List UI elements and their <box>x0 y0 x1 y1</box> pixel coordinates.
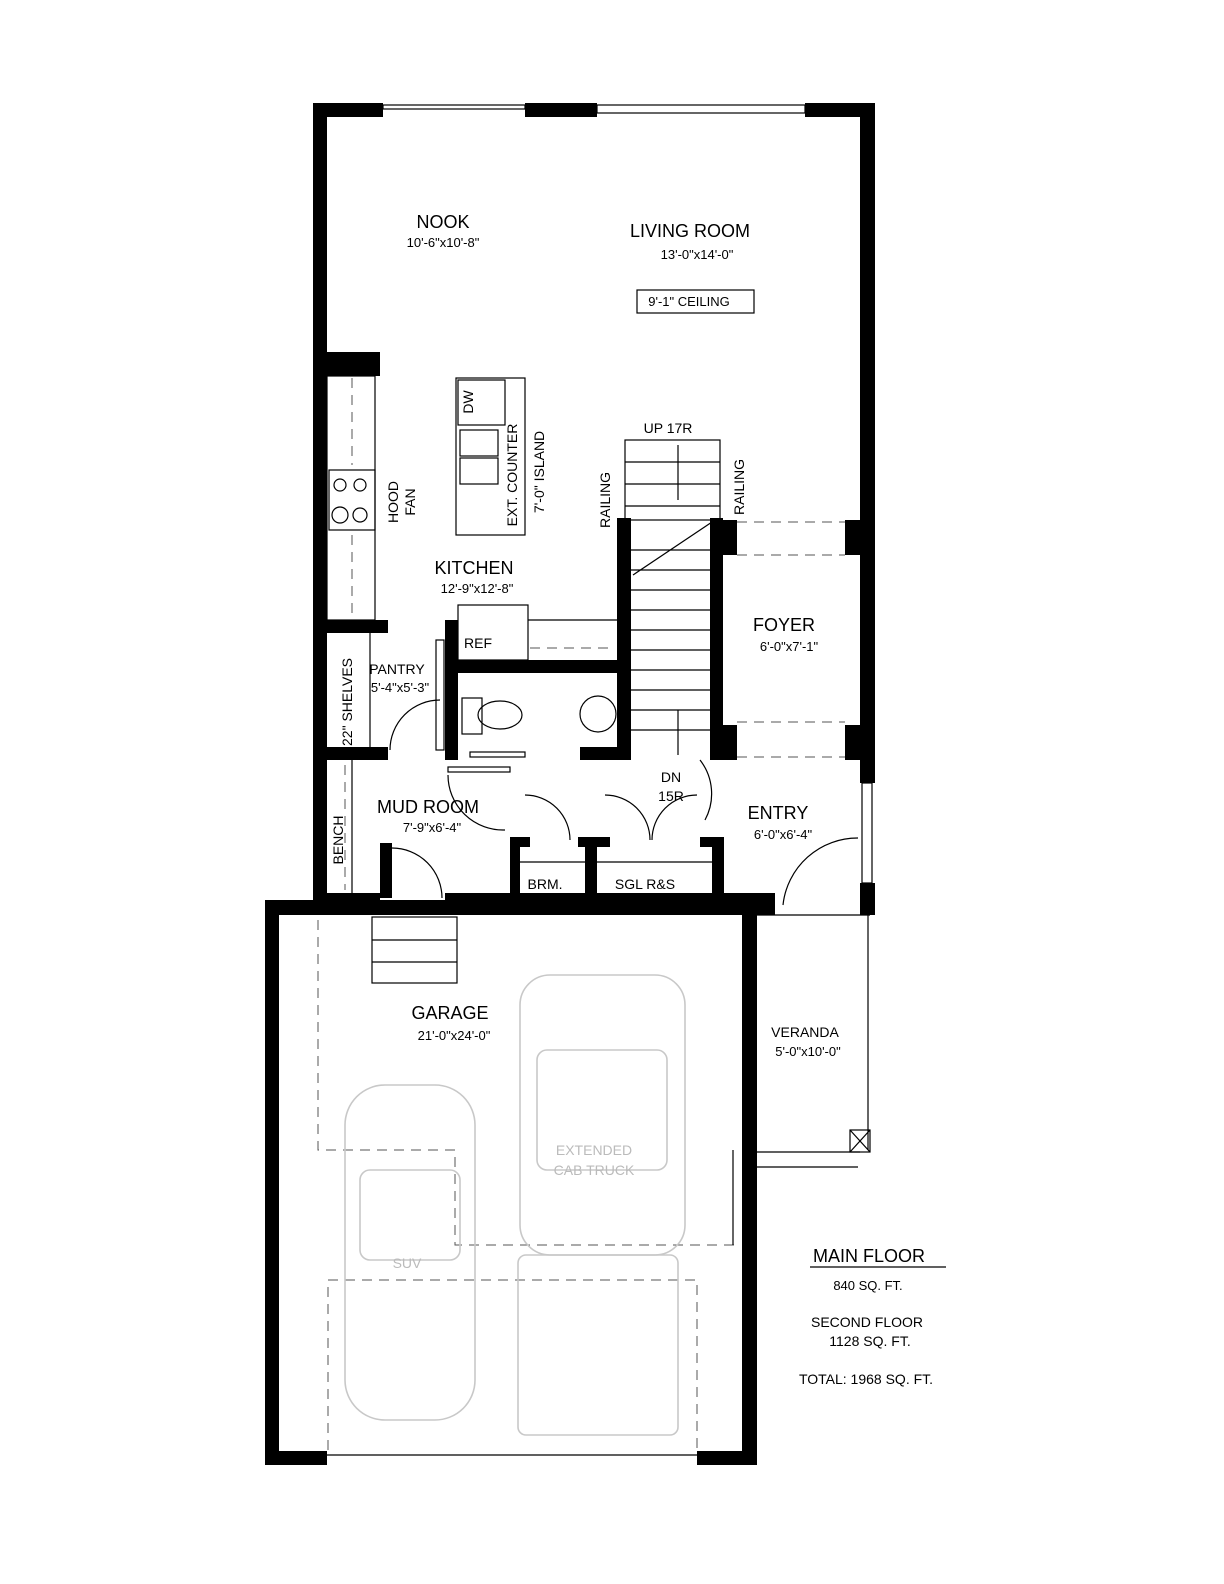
suv-label: SUV <box>393 1255 422 1271</box>
kitchen-name: KITCHEN <box>434 558 513 578</box>
main-area: 840 SQ. FT. <box>833 1278 902 1293</box>
foyer-name: FOYER <box>753 615 815 635</box>
ref-label: REF <box>464 635 492 651</box>
stairs-up-label: UP 17R <box>644 420 693 436</box>
total-area: TOTAL: 1968 SQ. FT. <box>799 1371 933 1387</box>
veranda-dim: 5'-0"x10'-0" <box>775 1044 841 1059</box>
brm-label: BRM. <box>528 876 563 892</box>
dw-label: DW <box>460 390 476 414</box>
ceiling-label: 9'-1" CEILING <box>648 294 730 309</box>
garage-dim: 21'-0"x24'-0" <box>418 1028 491 1043</box>
fan-label: FAN <box>402 488 418 515</box>
mudroom-name: MUD ROOM <box>377 797 479 817</box>
shelves-label: 22" SHELVES <box>339 658 355 746</box>
bench-label: BENCH <box>330 815 346 864</box>
fixture-labels: DW EXT. COUNTER 7'-0" ISLAND HOOD FAN RE… <box>330 390 747 892</box>
kitchen-dim: 12'-9"x12'-8" <box>441 581 514 596</box>
entry-name: ENTRY <box>748 803 809 823</box>
entry-dim: 6'-0"x6'-4" <box>754 827 813 842</box>
room-labels: NOOK 10'-6"x10'-8" LIVING ROOM 13'-0"x14… <box>369 212 841 1059</box>
area-summary: MAIN FLOOR 840 SQ. FT. SECOND FLOOR 1128… <box>799 1246 946 1387</box>
foyer-dim: 6'-0"x7'-1" <box>760 639 819 654</box>
living-dim: 13'-0"x14'-0" <box>661 247 734 262</box>
nook-name: NOOK <box>416 212 469 232</box>
stair-treads <box>625 445 720 755</box>
living-name: LIVING ROOM <box>630 221 750 241</box>
garage-name: GARAGE <box>411 1003 488 1023</box>
pantry-dim: 5'-4"x5'-3" <box>371 680 430 695</box>
pantry-name: PANTRY <box>369 661 425 677</box>
veranda-name: VERANDA <box>771 1024 839 1040</box>
island-label: 7'-0" ISLAND <box>531 431 547 513</box>
hood-label: HOOD <box>385 481 401 523</box>
vehicles: EXTENDED CAB TRUCK SUV <box>344 974 686 1436</box>
second-floor-area: 1128 SQ. FT. <box>829 1333 910 1349</box>
summary-title: MAIN FLOOR <box>813 1246 925 1266</box>
stairs-down-risers: 15R <box>658 788 684 804</box>
walls <box>265 103 875 1465</box>
sgl-label: SGL R&S <box>615 876 675 892</box>
truck-label-2: CAB TRUCK <box>554 1162 635 1178</box>
truck-label-1: EXTENDED <box>556 1142 632 1158</box>
nook-dim: 10'-6"x10'-8" <box>407 235 480 250</box>
stairs-down-label: DN <box>661 769 681 785</box>
railing-left-label: RAILING <box>597 472 613 528</box>
railing-right-label: RAILING <box>731 459 747 515</box>
ceiling-box <box>636 289 755 314</box>
mudroom-dim: 7'-9"x6'-4" <box>403 820 462 835</box>
ext-counter-label: EXT. COUNTER <box>504 424 520 527</box>
second-floor-label: SECOND FLOOR <box>811 1314 923 1330</box>
